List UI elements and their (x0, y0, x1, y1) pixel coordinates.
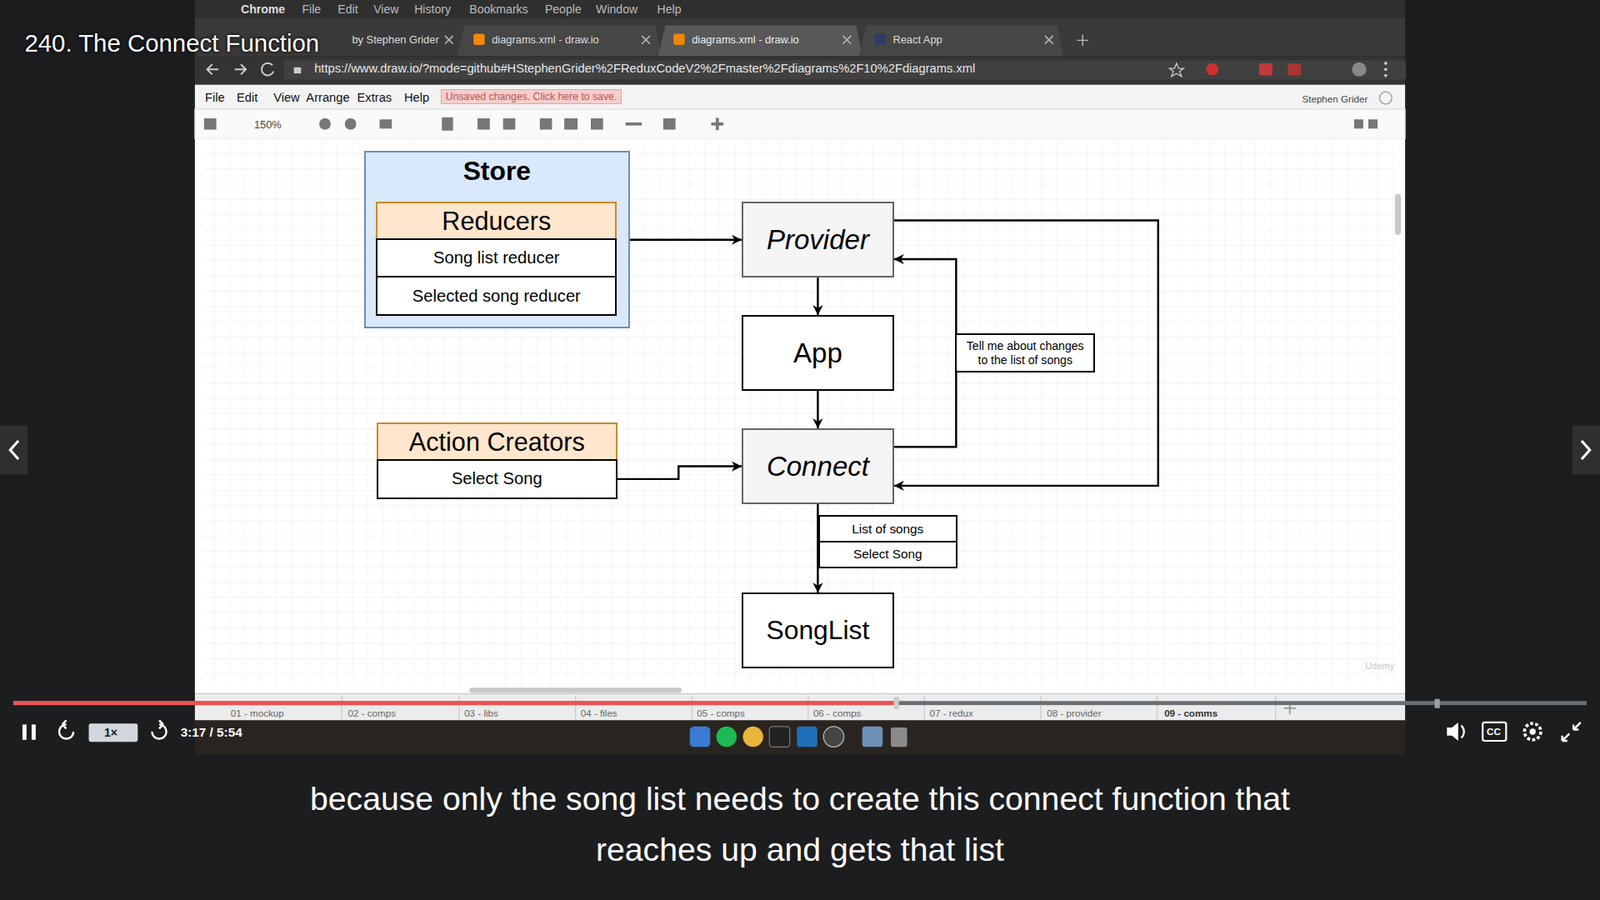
menu-bar-item: Help (657, 2, 682, 17)
lecture-title: 240. The Connect Function (24, 28, 320, 58)
connector-arrow (894, 259, 957, 447)
captions-button: CC (1486, 725, 1501, 738)
page-tab: 07 - redux (930, 707, 974, 720)
page-tab: 01 - mockup (230, 707, 285, 720)
page-tab: 03 - libs (464, 707, 499, 720)
component-box-text: App (793, 337, 843, 370)
edge-label-box: Tell me about changes to the list of son… (955, 333, 1095, 373)
playback-time: 3:17 / 5:54 (180, 725, 243, 740)
menu-bar-item: Chrome (240, 2, 285, 17)
action-creators-header-text: Action Creators (409, 427, 585, 457)
reducers-header: Reducers (375, 201, 617, 241)
component-box-text: SongList (765, 615, 870, 646)
prop-box: Select Song (818, 540, 958, 569)
user-name: Stephen Grider (1301, 93, 1368, 105)
unsaved-notice: Unsaved changes. Click here to save. (440, 89, 622, 105)
connect-box: Connect (741, 428, 894, 505)
browser-tab-title: diagrams.xml - draw.io (691, 33, 799, 46)
connector-arrow (894, 220, 1159, 485)
browser-tab-title: React App (892, 33, 942, 46)
menu-bar-item: History (414, 2, 451, 17)
address-url: https://www.draw.io/?mode=github#HStephe… (314, 61, 975, 77)
reducer-item: Song list reducer (375, 238, 617, 279)
app-menu-item: File (205, 90, 225, 106)
provider-box-text: Provider (766, 224, 870, 256)
page-tab: 09 - comms (1164, 707, 1218, 720)
prop-box-text: List of songs (851, 521, 924, 537)
playback-speed: 1× (104, 725, 118, 740)
app-menu-item: Arrange (305, 90, 350, 106)
menu-bar-item: Bookmarks (469, 2, 528, 17)
browser-tab-title: diagrams.xml - draw.io (491, 33, 599, 46)
menu-bar-item: People (545, 2, 582, 17)
action-creators-header: Action Creators (376, 422, 618, 462)
reducer-item: Selected song reducer (375, 275, 617, 316)
provider-box: Provider (741, 201, 894, 278)
prop-box-text: Select Song (853, 546, 923, 562)
connector-arrow (617, 466, 742, 480)
action-creator-item-text: Select Song (451, 469, 543, 489)
menu-bar-item: Window (595, 2, 638, 17)
menu-bar-item: View (373, 2, 399, 17)
app-menu-item: View (273, 90, 300, 106)
component-box: App (741, 315, 894, 391)
page-tab: 04 - files (580, 707, 618, 720)
watermark: Udemy (1365, 660, 1395, 672)
connector-arrow (816, 277, 819, 315)
menu-bar-item: File (301, 2, 321, 17)
prop-box: List of songs (818, 515, 958, 543)
zoom-level: 150% (254, 118, 282, 131)
store-container: StoreReducersSong list reducerSelected s… (364, 150, 630, 329)
reducer-item-text: Song list reducer (433, 248, 560, 268)
store-container-text: Store (463, 155, 531, 187)
app-menu-item: Extras (357, 90, 393, 106)
menu-bar-item: Edit (337, 2, 358, 17)
subtitle-caption: because only the song list needs to crea… (249, 773, 1351, 875)
connector-arrow (816, 390, 819, 429)
browser-tab-title: by Stephen Grider (351, 33, 439, 46)
reducers-header-text: Reducers (441, 206, 551, 236)
connect-box-text: Connect (766, 450, 870, 483)
reducer-item-text: Selected song reducer (412, 286, 581, 306)
app-menu-item: Help (404, 90, 430, 106)
page-tab: 06 - comps (813, 707, 862, 720)
action-creator-item: Select Song (376, 459, 618, 500)
page-tab: 08 - provider (1046, 707, 1101, 720)
component-box: SongList (741, 592, 894, 669)
page-tab: 02 - comps (348, 707, 397, 720)
page-tab: 05 - comps (696, 707, 745, 720)
app-menu-item: Edit (236, 90, 258, 106)
connector-arrow (630, 239, 743, 241)
